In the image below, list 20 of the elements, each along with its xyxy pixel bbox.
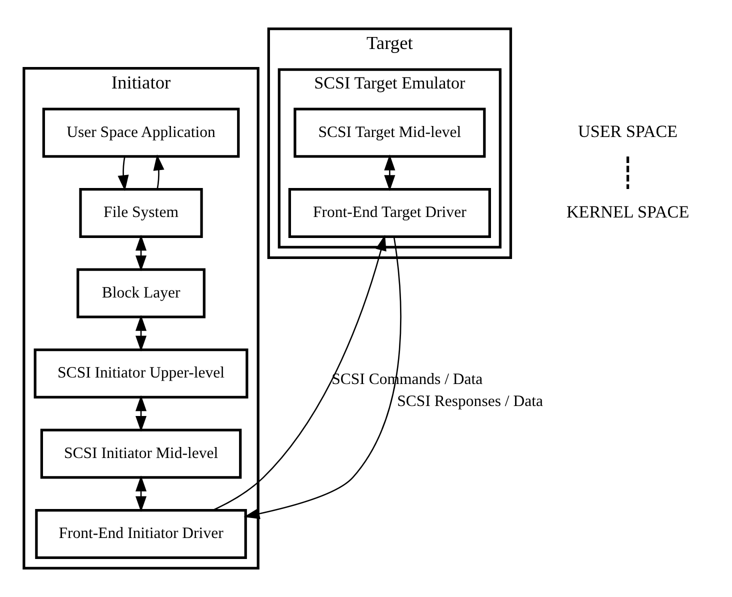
node-box: SCSI Initiator Mid-level — [40, 428, 242, 479]
arrow — [135, 395, 147, 432]
node-box: SCSI Initiator Upper-level — [34, 348, 248, 398]
node-box: SCSI Target Mid-level — [294, 108, 486, 158]
node-box: Front-End Target Driver — [288, 188, 491, 238]
arrow — [153, 154, 164, 190]
edge-label: SCSI Responses / Data — [397, 392, 544, 410]
arrow — [135, 315, 147, 352]
label: USER SPACE — [578, 122, 678, 142]
label: KERNEL SPACE — [566, 202, 690, 222]
node-box: User Space Application — [42, 108, 240, 158]
arrow — [118, 156, 129, 191]
node-box: Block Layer — [76, 268, 206, 318]
arrow — [244, 236, 402, 520]
arrow — [135, 476, 147, 512]
node-box: File System — [79, 188, 203, 238]
arrow — [135, 234, 147, 272]
arrow — [384, 154, 396, 191]
arrow — [212, 234, 386, 511]
node-box: Front-End Initiator Driver — [35, 509, 247, 559]
